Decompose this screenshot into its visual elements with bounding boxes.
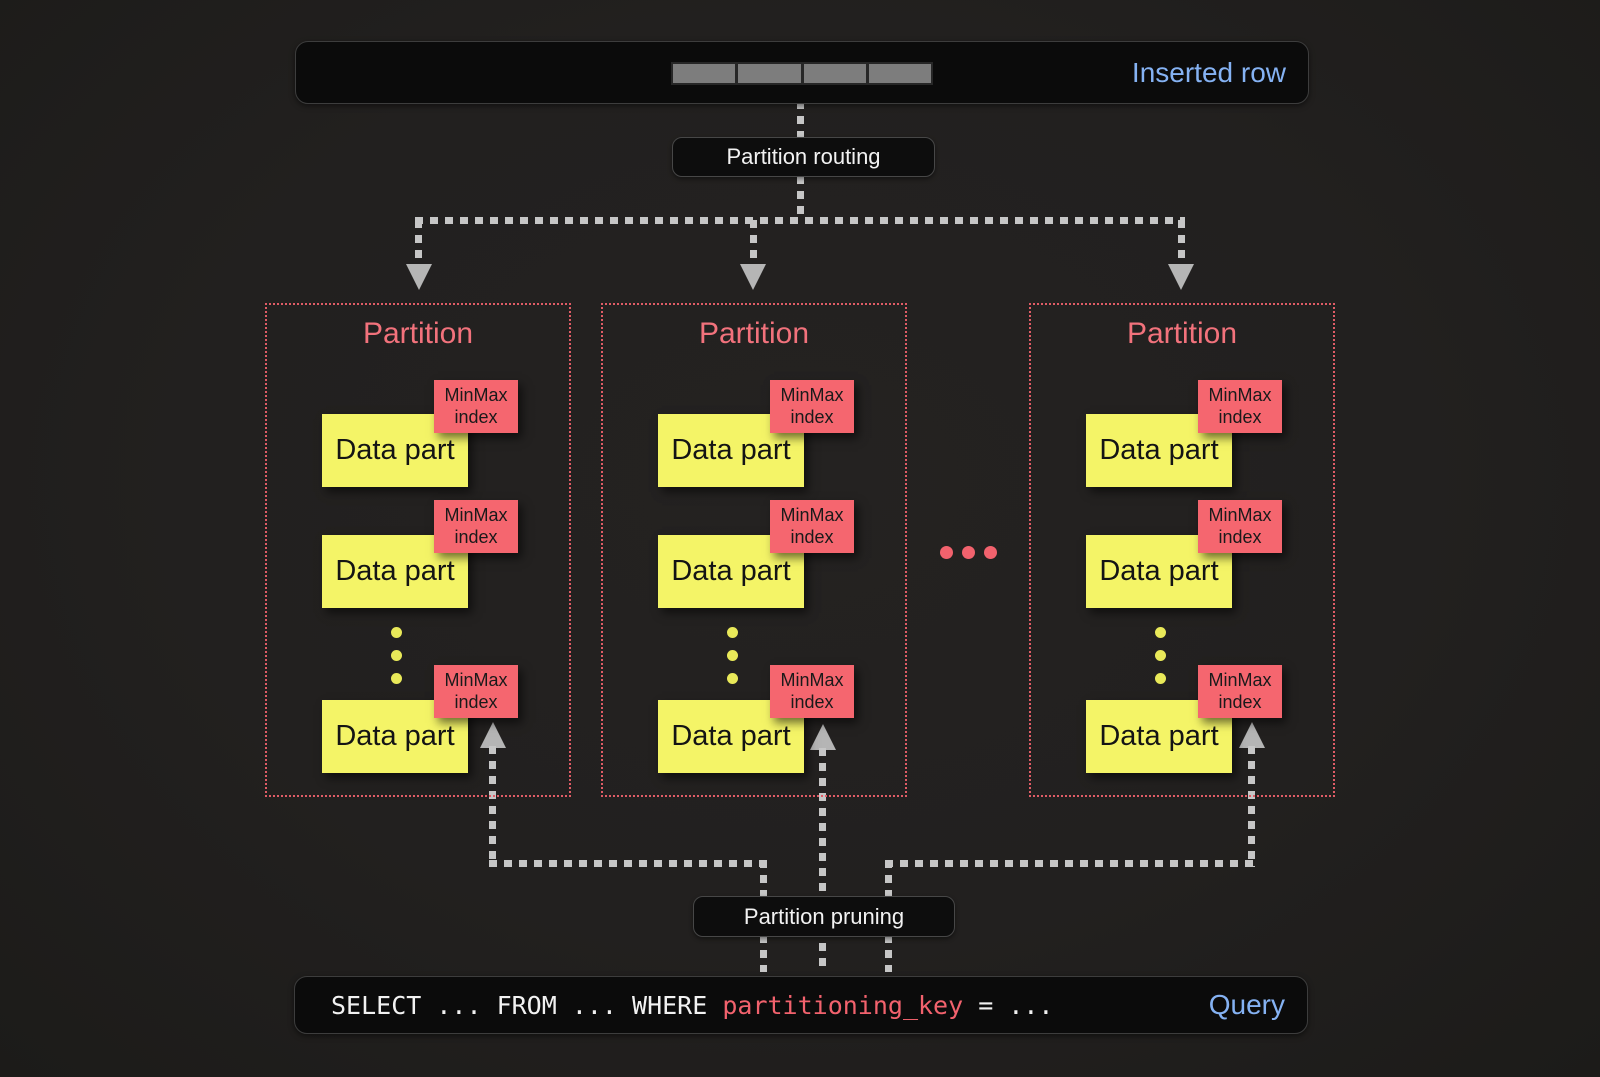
minmax-index-tag: MinMax index [434,500,518,553]
branch-drop-right [1178,220,1185,266]
partition-box-2: Partition MinMax index Data part MinMax … [601,303,907,797]
row-cell [673,64,736,83]
query-bar: SELECT ... FROM ... WHERE partitioning_k… [294,976,1308,1034]
branch-drop-left [415,220,422,266]
minmax-index-tag: MinMax index [770,380,854,433]
partition-box-3: Partition MinMax index Data part MinMax … [1029,303,1335,797]
arrowhead-up-left [480,722,506,748]
row-cell [738,64,801,83]
minmax-index-tag: MinMax index [434,380,518,433]
row-cells [671,62,933,85]
partition-routing-label: Partition routing [672,137,935,177]
row-cell [803,64,866,83]
sql-prefix: SELECT ... FROM ... WHERE [331,990,723,1020]
pruning-line-right-up [1248,746,1255,867]
minmax-index-tag: MinMax index [770,500,854,553]
minmax-index-tag: MinMax index [770,665,854,718]
data-part-box: Data part [1086,414,1232,487]
pruning-line-center [819,748,826,972]
partitions-ellipsis [940,546,997,559]
vertical-ellipsis [727,627,738,684]
partition-title: Partition [1126,317,1238,350]
query-label: Query [1208,989,1285,1020]
minmax-index-tag: MinMax index [434,665,518,718]
row-cell [868,64,931,83]
branch-line [415,217,1185,224]
partition-title: Partition [362,317,474,350]
sql-partitioning-key: partitioning_key [722,990,964,1020]
data-part-box: Data part [322,700,468,773]
sql-query-text: SELECT ... FROM ... WHERE partitioning_k… [331,977,1053,1033]
arrowhead-up-right [1239,722,1265,748]
minmax-index-tag: MinMax index [1198,665,1282,718]
arrowhead-up-center [810,724,836,750]
arrowhead-down-right [1168,264,1194,290]
vertical-ellipsis [391,627,402,684]
vertical-ellipsis [1155,627,1166,684]
partition-title: Partition [698,317,810,350]
pruning-line-left-up [489,746,496,867]
pruning-line-left-horizontal [489,860,767,867]
partition-box-1: Partition MinMax index Data part MinMax … [265,303,571,797]
partition-pruning-label: Partition pruning [693,896,955,937]
arrowhead-down-center [740,264,766,290]
minmax-index-tag: MinMax index [1198,380,1282,433]
inserted-row-label: Inserted row [1131,56,1286,88]
inserted-row-bar: Inserted row [295,41,1309,104]
pruning-line-right-horizontal [885,860,1255,867]
sql-suffix: = ... [963,990,1054,1020]
arrowhead-down-left [406,264,432,290]
minmax-index-tag: MinMax index [1198,500,1282,553]
branch-drop-center [750,220,757,266]
